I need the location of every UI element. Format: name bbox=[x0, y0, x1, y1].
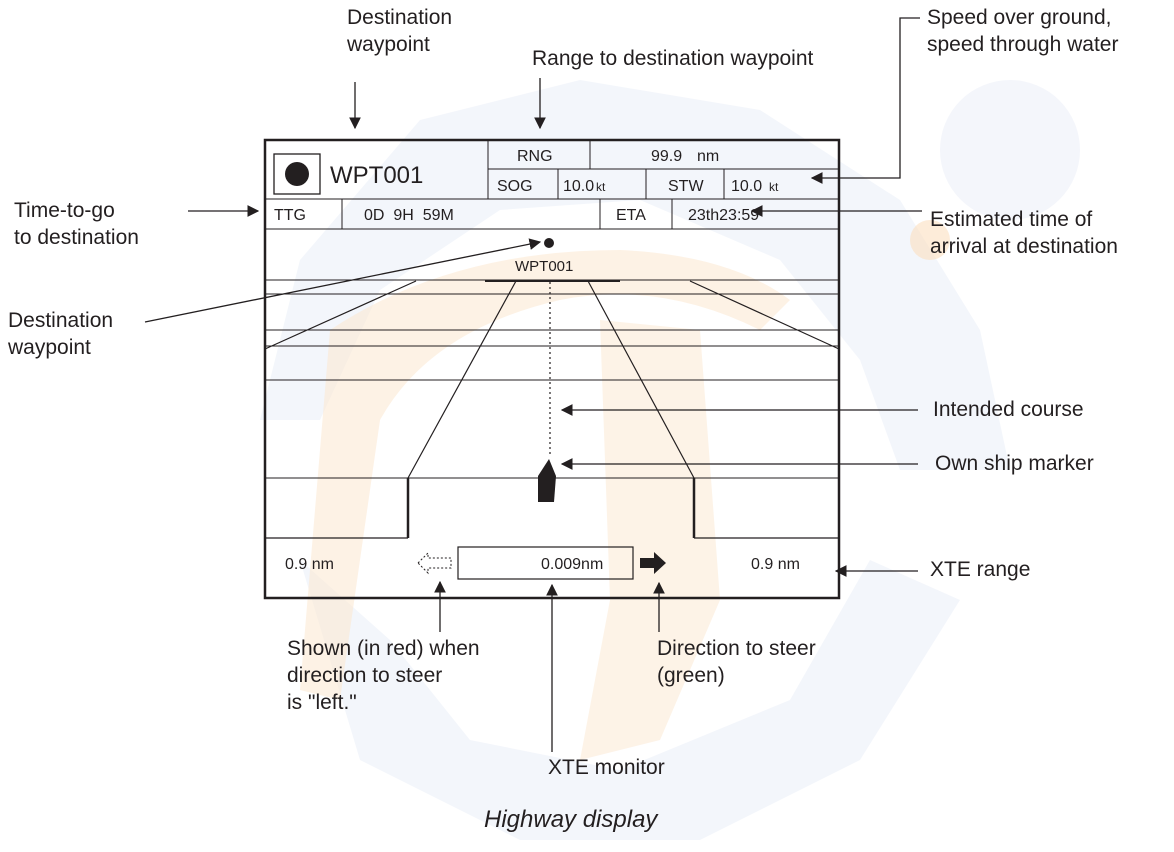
sog-value: 10.0 bbox=[563, 178, 594, 195]
callout-direction-to-steer: Direction to steer(green) bbox=[657, 637, 816, 687]
ttg-value: 0D 9H 59M bbox=[364, 207, 454, 224]
xte-value: 0.009nm bbox=[541, 556, 603, 573]
eta-label: ETA bbox=[616, 207, 646, 224]
stw-unit: kt bbox=[769, 180, 779, 194]
rng-label: RNG bbox=[517, 148, 553, 165]
waypoint-name: WPT001 bbox=[330, 162, 423, 189]
callout-xte-monitor: XTE monitor bbox=[548, 756, 665, 779]
callout-sog-stw: Speed over ground,speed through water bbox=[927, 6, 1119, 56]
stw-value: 10.0 bbox=[731, 178, 762, 195]
ttg-label: TTG bbox=[274, 207, 306, 224]
sog-label: SOG bbox=[497, 178, 533, 195]
sog-unit: kt bbox=[596, 180, 606, 194]
rng-unit: nm bbox=[697, 148, 719, 165]
eta-value: 23th23:59 bbox=[688, 207, 759, 224]
callout-own-ship-marker: Own ship marker bbox=[935, 452, 1094, 475]
own-ship-marker-icon bbox=[538, 459, 556, 502]
stw-label: STW bbox=[668, 178, 704, 195]
figure-caption: Highway display bbox=[484, 806, 658, 833]
waypoint-marker bbox=[544, 238, 554, 248]
xte-left-range: 0.9 nm bbox=[285, 556, 334, 573]
waypoint-symbol-icon bbox=[285, 162, 309, 186]
left-steer-arrow-icon bbox=[417, 551, 452, 575]
marker-label: WPT001 bbox=[515, 258, 573, 275]
right-steer-arrow-icon bbox=[640, 552, 666, 574]
callout-range-to-waypoint: Range to destination waypoint bbox=[532, 47, 814, 70]
callout-xte-range: XTE range bbox=[930, 558, 1031, 581]
rng-value: 99.9 bbox=[651, 148, 682, 165]
callout-intended-course: Intended course bbox=[933, 398, 1084, 421]
xte-right-range: 0.9 nm bbox=[751, 556, 800, 573]
